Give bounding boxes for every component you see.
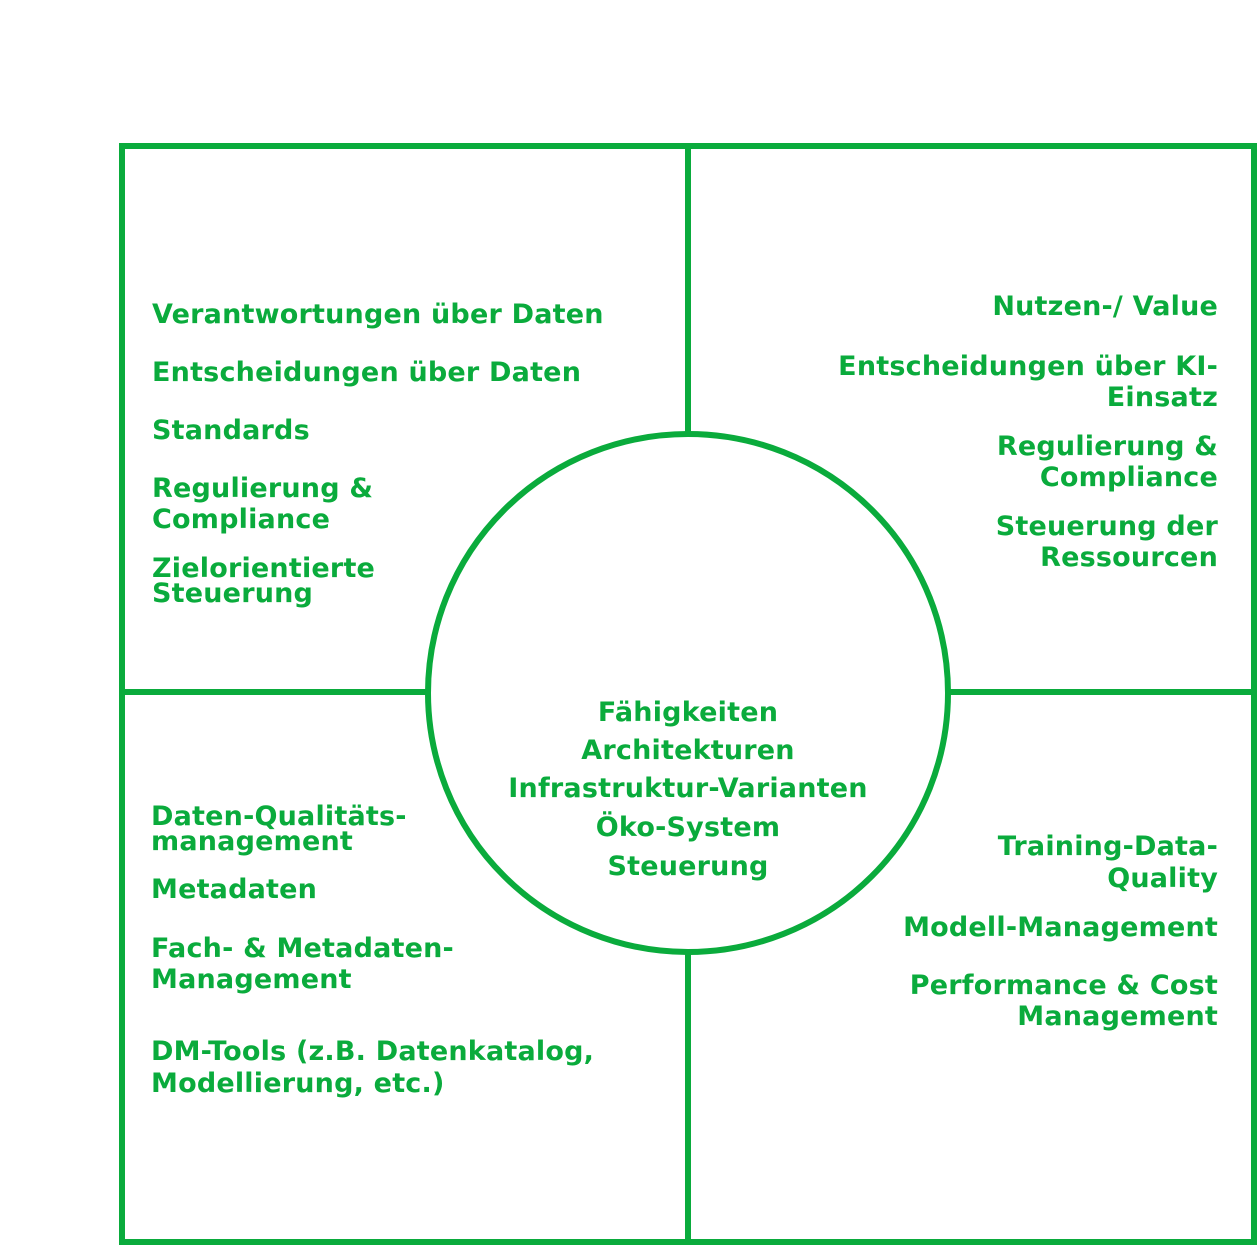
bottom-left-item: Management — [151, 964, 352, 995]
bottom-left-item: Daten-Qualitäts- — [151, 801, 407, 832]
top-right-item: Regulierung & — [996, 431, 1218, 462]
bottom-left-item: Metadaten — [151, 874, 318, 905]
center-circle — [425, 431, 951, 955]
bottom-right-item: Management — [1017, 1001, 1218, 1032]
top-left-item: Entscheidungen über Daten — [152, 357, 582, 388]
bottom-right-item: Training-Data- — [997, 831, 1218, 862]
center-item: Architekturen — [581, 735, 795, 766]
center-item: Infrastruktur-Varianten — [508, 773, 868, 804]
top-right-item: Compliance — [1039, 462, 1218, 493]
top-right-item: Entscheidungen über KI- — [838, 351, 1218, 382]
bottom-left-item: management — [151, 826, 354, 857]
top-right-item: Einsatz — [1106, 382, 1218, 413]
top-left-item: Zielorientierte — [152, 553, 376, 584]
bottom-left-item: DM-Tools (z.B. Datenkatalog, — [151, 1036, 595, 1067]
bottom-right-item: Modell-Management — [903, 912, 1218, 943]
center-item: Öko-System — [595, 812, 781, 843]
top-left-item: Verantwortungen über Daten — [152, 299, 604, 330]
bottom-left-item: Modellierung, etc.) — [151, 1068, 445, 1099]
top-left-item: Standards — [152, 415, 310, 446]
bottom-left-item: Fach- & Metadaten- — [151, 933, 454, 964]
bottom-right-item: Performance & Cost — [909, 970, 1218, 1001]
top-right-item: Steuerung der — [995, 511, 1218, 542]
top-left-item: Steuerung — [152, 578, 314, 609]
center-item: Fähigkeiten — [597, 697, 779, 728]
center-item: Steuerung — [607, 851, 769, 882]
top-right-item: Ressourcen — [1040, 542, 1218, 573]
top-left-item: Compliance — [152, 504, 331, 535]
top-left-item: Regulierung & — [152, 473, 374, 504]
bottom-right-item: Quality — [1107, 863, 1218, 894]
top-right-item: Nutzen-/ Value — [992, 291, 1218, 322]
